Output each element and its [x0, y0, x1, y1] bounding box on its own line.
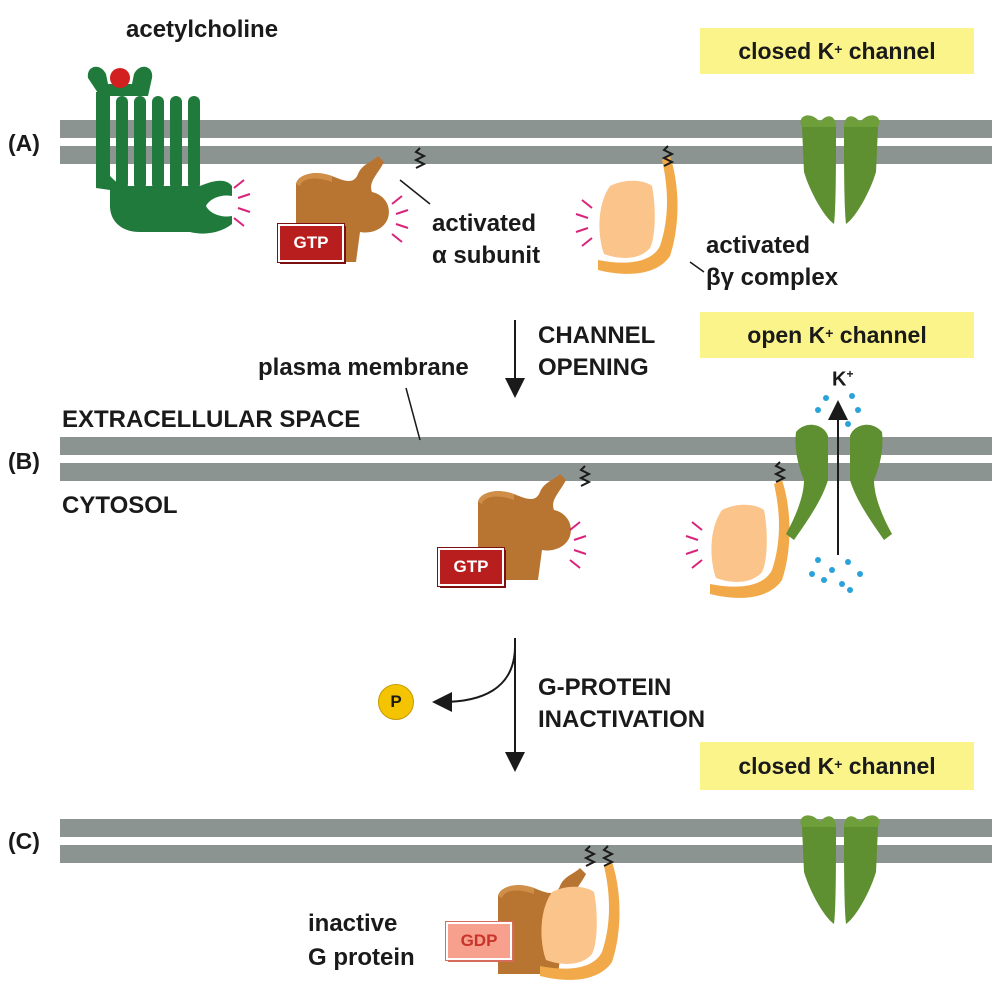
membrane-a [60, 120, 992, 164]
k-ion-label: K+ [832, 367, 854, 391]
acetylcholine-molecule [110, 68, 130, 88]
activated-bg-label-line2: βγ complex [706, 264, 839, 291]
activated-bg-label-line1: activated [706, 232, 811, 259]
extracellular-space-label: EXTRACELLULAR SPACE [62, 406, 361, 433]
gdp-badge: GDP [446, 922, 512, 960]
closed-channel-banner-a: closed K+ channel [700, 28, 974, 74]
closed-channel-banner-c: closed K+ channel [700, 742, 974, 790]
cytosol-label: CYTOSOL [62, 492, 178, 519]
activated-alpha-label-line1: activated [432, 210, 537, 237]
gprotein-inactivation-label-line1: G-PROTEIN [538, 674, 672, 701]
acetylcholine-receptor [87, 66, 251, 234]
acetylcholine-label: acetylcholine [126, 16, 279, 43]
activated-alpha-label-line2: α subunit [432, 242, 541, 269]
bg-complex-b [710, 480, 790, 598]
activation-marks-bg-b [685, 521, 703, 569]
gtp-badge-a: GTP [278, 224, 344, 262]
channel-opening-label-line1: CHANNEL [538, 322, 656, 349]
activation-marks-alpha-b [569, 521, 587, 569]
k-ions [809, 393, 863, 593]
activation-marks-alpha-a [391, 195, 409, 243]
panel-b-label: (B) [8, 448, 40, 474]
plasma-membrane-pointer [405, 387, 421, 441]
gtp-badge-b: GTP [438, 548, 504, 586]
membrane-b [60, 437, 992, 481]
inactive-label-line1: inactive [308, 910, 398, 937]
open-channel-banner: open K+ channel [700, 312, 974, 358]
panel-c-label: (C) [8, 828, 40, 854]
gprotein-inactivation-label-line2: INACTIVATION [538, 706, 706, 733]
bg-complex-a [598, 156, 678, 274]
plasma-membrane-label: plasma membrane [258, 354, 469, 381]
phosphate-icon: P [378, 684, 414, 720]
inactive-g-protein [498, 862, 620, 980]
channel-opening-label-line2: OPENING [538, 354, 649, 381]
membrane-c [60, 819, 992, 863]
phosphate-release-arrow [432, 645, 516, 712]
open-k-channel-b [786, 424, 892, 540]
activation-marks-bg-a [575, 199, 593, 247]
panel-a-label: (A) [8, 130, 40, 156]
inactive-label-line2: G protein [308, 944, 415, 971]
lipid-anchor-a-alpha [413, 147, 427, 169]
